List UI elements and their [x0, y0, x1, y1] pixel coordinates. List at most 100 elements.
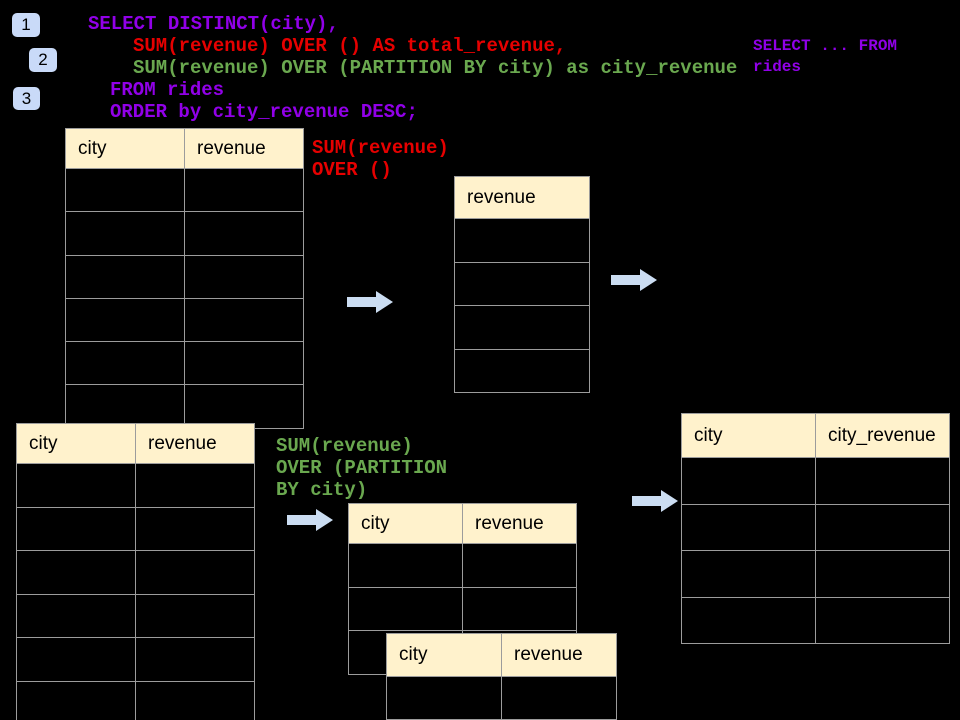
empty-cell — [184, 254, 304, 299]
table-row — [65, 297, 304, 343]
column-header-city_revenue: city_revenue — [815, 413, 950, 458]
empty-cell — [135, 550, 255, 595]
column-header-revenue: revenue — [135, 423, 255, 464]
annotation-partition-line-3: BY city) — [276, 479, 368, 501]
empty-cell — [462, 586, 577, 631]
table-row — [681, 596, 950, 645]
empty-cell — [184, 341, 304, 386]
table-row — [454, 261, 590, 306]
table-row — [16, 463, 255, 508]
empty-cell — [16, 463, 136, 508]
empty-cell — [454, 348, 590, 393]
empty-cell — [65, 297, 185, 343]
step-badge-1: 1 — [12, 13, 40, 37]
right-arrow-icon — [611, 269, 657, 291]
empty-cell — [681, 550, 816, 598]
empty-cell — [135, 463, 255, 508]
table-row — [16, 680, 255, 720]
empty-cell — [815, 550, 950, 598]
step-badge-2: 2 — [29, 48, 57, 72]
table-row — [65, 254, 304, 299]
table-row — [16, 593, 255, 638]
table-row — [65, 211, 304, 256]
empty-cell — [501, 676, 617, 720]
column-header-city: city — [65, 128, 185, 169]
empty-cell — [184, 297, 304, 343]
empty-cell — [16, 550, 136, 595]
empty-cell — [65, 384, 185, 429]
table-row — [454, 218, 590, 263]
empty-cell — [65, 254, 185, 299]
right-arrow-icon — [287, 509, 333, 531]
empty-cell — [16, 593, 136, 638]
empty-cell — [65, 211, 185, 256]
table-row — [386, 676, 617, 720]
column-header-city: city — [348, 503, 463, 544]
empty-cell — [16, 680, 136, 720]
empty-cell — [65, 341, 185, 386]
column-header-revenue: revenue — [184, 128, 304, 169]
empty-cell — [16, 506, 136, 551]
empty-cell — [16, 637, 136, 682]
column-header-revenue: revenue — [462, 503, 577, 544]
empty-cell — [462, 543, 577, 588]
table-row — [681, 550, 950, 598]
annotation-partition-line-2: OVER (PARTITION — [276, 457, 448, 479]
empty-cell — [815, 503, 950, 552]
empty-cell — [386, 676, 502, 720]
empty-cell — [815, 596, 950, 645]
empty-cell — [184, 384, 304, 429]
annotation-total-line-2: OVER () — [312, 159, 392, 181]
sql-line-order-by: ORDER by city_revenue DESC; — [110, 101, 418, 123]
table-row — [681, 503, 950, 552]
table-row — [16, 506, 255, 551]
column-header-city: city — [681, 413, 816, 458]
empty-cell — [681, 457, 816, 505]
annotation-total-line-1: SUM(revenue) — [312, 137, 449, 159]
table-total-revenue-result: revenue — [454, 176, 590, 393]
table-row — [454, 305, 590, 350]
right-arrow-icon — [632, 490, 678, 512]
table-row — [65, 384, 304, 429]
header-row: revenue — [454, 176, 590, 219]
empty-cell — [348, 586, 463, 631]
empty-cell — [454, 261, 590, 306]
annotation-partition-line-1: SUM(revenue) — [276, 435, 413, 457]
sql-line-select: SELECT DISTINCT(city), — [88, 13, 339, 35]
empty-cell — [454, 305, 590, 350]
empty-cell — [348, 543, 463, 588]
table-row — [65, 167, 304, 213]
empty-cell — [454, 218, 590, 263]
empty-cell — [135, 637, 255, 682]
table-row — [454, 348, 590, 393]
column-header-city: city — [16, 423, 136, 464]
table-row — [348, 543, 577, 588]
table-row — [681, 457, 950, 505]
empty-cell — [184, 211, 304, 256]
table-row — [16, 637, 255, 682]
sql-side-line-2: rides — [753, 58, 802, 76]
table-row — [348, 586, 577, 631]
empty-cell — [184, 167, 304, 213]
step-badge-3: 3 — [13, 87, 40, 110]
empty-cell — [135, 593, 255, 638]
column-header-revenue: revenue — [454, 176, 590, 219]
empty-cell — [815, 457, 950, 505]
table-row — [16, 550, 255, 595]
sql-line-from: FROM rides — [110, 79, 225, 101]
sql-line-city-revenue: SUM(revenue) OVER (PARTITION BY city) as… — [133, 57, 738, 79]
empty-cell — [135, 506, 255, 551]
empty-cell — [681, 503, 816, 552]
empty-cell — [681, 596, 816, 645]
column-header-revenue: revenue — [501, 633, 617, 677]
